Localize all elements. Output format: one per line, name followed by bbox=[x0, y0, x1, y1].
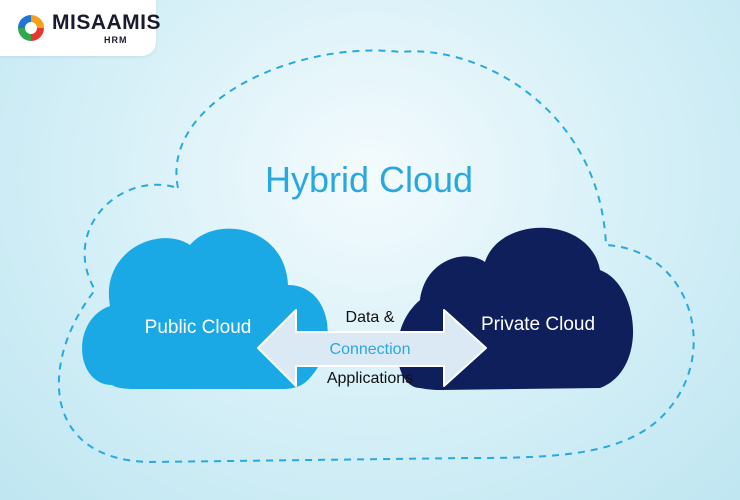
misa-amis-logo-icon bbox=[18, 15, 44, 41]
connection-line-1: Data & bbox=[346, 309, 395, 326]
diagram-title: Hybrid Cloud bbox=[265, 159, 473, 200]
double-arrow-icon bbox=[257, 309, 487, 387]
connection-line-2: Connection bbox=[330, 341, 411, 358]
connection-line-3: Applications bbox=[327, 370, 413, 387]
public-cloud-label: Public Cloud bbox=[145, 317, 252, 338]
brand-name: MISAAMIS bbox=[52, 11, 161, 34]
private-cloud-label: Private Cloud bbox=[481, 314, 595, 335]
brand-sub: HRM bbox=[104, 35, 128, 45]
hybrid-cloud-outline bbox=[58, 49, 695, 464]
brand-logo-card: MISAAMIS HRM bbox=[0, 0, 161, 56]
